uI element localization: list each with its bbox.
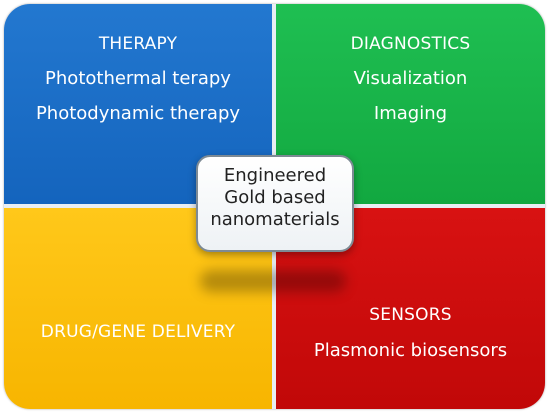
center-line: Engineered (223, 165, 327, 186)
center-line: Gold based (224, 187, 326, 208)
sensors-title: SENSORS (369, 305, 452, 325)
therapy-item: Photodynamic therapy (35, 103, 241, 124)
sensors-item: Plasmonic biosensors (313, 340, 508, 361)
drug-delivery-title: DRUG/GENE DELIVERY (40, 322, 236, 342)
therapy-title: THERAPY (98, 34, 178, 54)
diagnostics-title: DIAGNOSTICS (350, 34, 471, 54)
therapy-item: Photothermal terapy (45, 68, 231, 89)
center-node: Engineered Gold based nanomaterials (196, 155, 354, 252)
diagram-board: THERAPY Photothermal terapy Photodynamic… (4, 4, 545, 409)
diagnostics-item: Visualization (353, 68, 468, 89)
diagnostics-item: Imaging (373, 103, 448, 124)
center-line: nanomaterials (210, 209, 340, 230)
center-box-shadow (200, 270, 346, 292)
